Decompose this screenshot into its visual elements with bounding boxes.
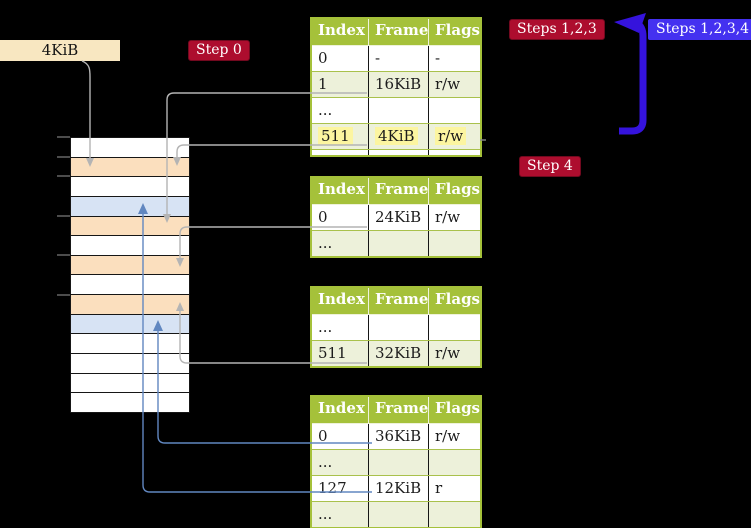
table-cell: r/w: [428, 205, 480, 230]
table-cell: [428, 450, 480, 475]
highlighted-value: r/w: [435, 127, 467, 145]
table-cell: [368, 150, 428, 155]
column-header: Index: [318, 290, 365, 308]
table-row: ...: [312, 449, 480, 475]
column-header: Index: [318, 399, 365, 417]
table-cell: r/w: [428, 72, 480, 97]
memory-frame-row: [71, 215, 189, 236]
column-header: Index: [318, 180, 365, 198]
table-row: ...: [312, 97, 480, 123]
column-header: Flags: [428, 288, 480, 314]
table-cell: [428, 315, 480, 340]
column-header: Frame: [368, 397, 428, 423]
table-cell: [368, 502, 428, 527]
table-cell: [368, 98, 428, 123]
highlighted-value: 4KiB: [375, 127, 418, 145]
memory-frame-row: [71, 138, 189, 157]
table-cell: r/w: [428, 341, 480, 366]
table-cell: 4KiB: [368, 124, 428, 149]
table-cell: ...: [318, 453, 333, 471]
table-cell: 511: [312, 124, 368, 149]
table-cell: 127: [318, 479, 347, 497]
table-cell: 36KiB: [368, 424, 428, 449]
table-cell: [428, 502, 480, 527]
table-cell: -: [368, 46, 428, 71]
table-cell: 0: [318, 208, 328, 226]
memory-frame-row: [71, 235, 189, 255]
table-stub-row: [312, 149, 480, 155]
table-cell: r/w: [428, 424, 480, 449]
table-cell: [368, 231, 428, 256]
thick-blue-arrow: [614, 13, 647, 135]
physical-memory-column: [70, 137, 190, 413]
table-cell: 24KiB: [368, 205, 428, 230]
table-cell: ...: [318, 234, 333, 252]
steps123-badge: Steps 1,2,3: [509, 19, 605, 40]
table-cell: ...: [318, 318, 333, 336]
table-cell: r: [428, 476, 480, 501]
column-header: Frame: [368, 19, 428, 45]
table-cell: 12KiB: [368, 476, 428, 501]
memory-frame-row: [71, 353, 189, 373]
table-row: ...: [312, 314, 480, 340]
highlighted-value: 511: [318, 127, 353, 145]
table-cell: 511: [318, 344, 347, 362]
table-cell: 16KiB: [368, 72, 428, 97]
memory-frame-row: [71, 156, 189, 177]
table-cell: 0: [318, 427, 328, 445]
steps1234-badge: Steps 1,2,3,4: [648, 19, 751, 40]
table-cell: [428, 98, 480, 123]
memory-frame-row: [71, 195, 189, 216]
table-cell: 32KiB: [368, 341, 428, 366]
memory-frame-row: [71, 333, 189, 354]
table-cell: [428, 231, 480, 256]
memory-frame-row: [71, 294, 189, 314]
table-cell: 0: [318, 49, 328, 67]
table-cell: [368, 315, 428, 340]
column-header: Index: [318, 21, 365, 39]
table-row: ...: [312, 501, 480, 527]
table-row: 511 4KiB r/w: [312, 123, 480, 149]
memory-frame-row: [71, 274, 189, 295]
memory-frame-row: [71, 176, 189, 196]
memory-tick-marks: [57, 136, 70, 296]
column-header: Frame: [368, 178, 428, 204]
table-cell: ...: [318, 101, 333, 119]
table-cell: -: [428, 46, 480, 71]
table-row: 0 --: [312, 45, 480, 71]
column-header: Flags: [428, 178, 480, 204]
memory-frame-row: [71, 254, 189, 275]
table-cell: 1: [318, 75, 328, 93]
table-cell: ...: [318, 505, 333, 523]
column-header: Frame: [368, 288, 428, 314]
table-cell: [428, 150, 480, 155]
memory-frame-row: [71, 372, 189, 393]
step0-badge: Step 0: [188, 40, 250, 61]
column-header: Flags: [428, 397, 480, 423]
table-cell: [312, 150, 368, 155]
column-header: Flags: [428, 19, 480, 45]
step4-badge: Step 4: [519, 156, 581, 177]
table-cell: [368, 450, 428, 475]
table-row: ...: [312, 230, 480, 256]
table-cell: r/w: [428, 124, 480, 149]
memory-frame-row: [71, 392, 189, 412]
frame-size-label: 4KiB: [0, 40, 120, 61]
memory-frame-row: [71, 313, 189, 334]
